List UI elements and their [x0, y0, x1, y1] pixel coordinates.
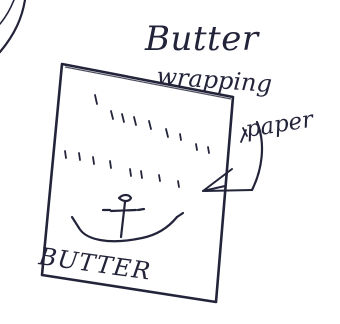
annotation-paper: paper	[244, 106, 317, 143]
page-edge-stroke	[0, 0, 25, 52]
package-label: BUTTER	[36, 242, 153, 286]
fold-marks	[65, 95, 209, 187]
anchor-icon	[72, 195, 183, 241]
title-text: Butter	[144, 19, 260, 59]
